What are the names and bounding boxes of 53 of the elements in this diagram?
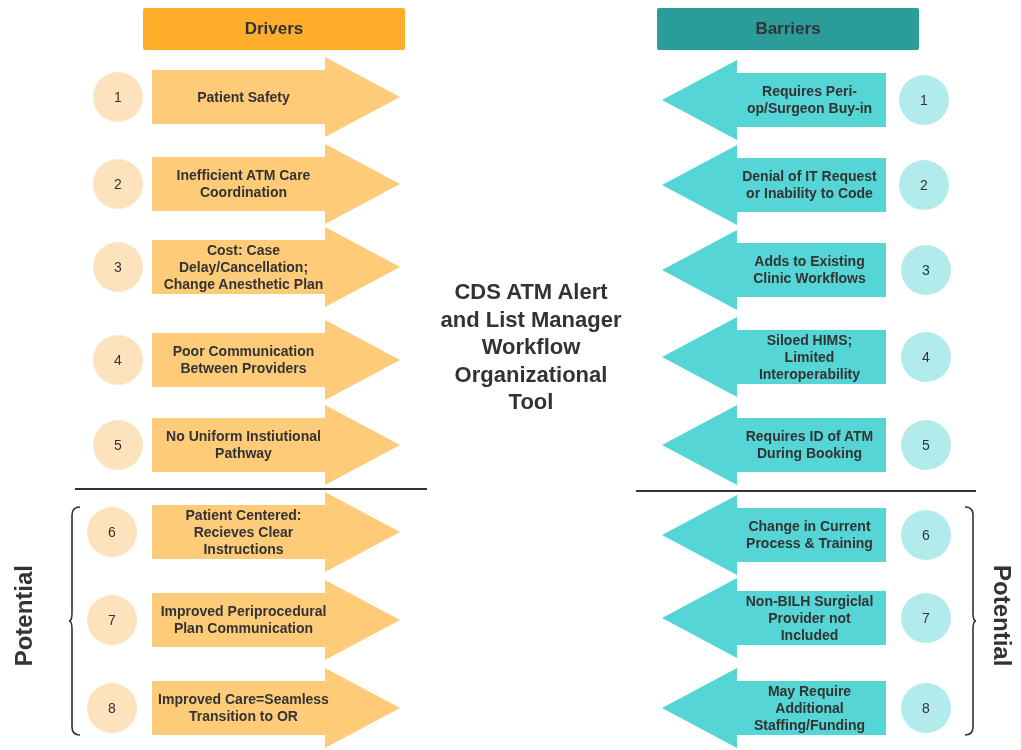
banner-text: Improved Periprocedural Plan Communication bbox=[159, 602, 328, 638]
right-pointing-banner bbox=[152, 405, 400, 485]
banner-text: Requires Peri-op/Surgeon Buy-in bbox=[745, 82, 874, 118]
title-text: CDS ATM Alert and List Manager Workflow Organizational Tool bbox=[440, 278, 622, 416]
banner-text: Non-BILH Surgiclal Provider not Included bbox=[744, 591, 875, 645]
banner-text: Improved Care=Seamless Transition to OR bbox=[158, 690, 329, 726]
right-pointing-banner bbox=[152, 227, 400, 307]
number-circle: 4 bbox=[901, 332, 951, 382]
banner-text: Cost: Case Delay/Cancellation; Change Anesthetic Plan bbox=[162, 240, 325, 294]
side-label: Potential bbox=[10, 565, 38, 667]
banner-text: No Uniform Instiutional Pathway bbox=[165, 427, 322, 463]
left-pointing-banner bbox=[662, 317, 886, 397]
right-pointing-banner bbox=[152, 144, 400, 224]
number-circle: 6 bbox=[87, 507, 137, 557]
number-circle: 8 bbox=[87, 683, 137, 733]
header-banner: Drivers bbox=[143, 8, 405, 50]
number-circle: 8 bbox=[901, 683, 951, 733]
right-pointing-banner bbox=[152, 57, 400, 137]
left-pointing-banner bbox=[662, 578, 886, 658]
banner-text: Requires ID of ATM During Booking bbox=[744, 427, 875, 463]
banner-text: Change in Current Process & Training bbox=[745, 517, 874, 553]
number-circle: 2 bbox=[899, 160, 949, 210]
side-label: Potential bbox=[988, 565, 1016, 667]
left-pointing-banner bbox=[662, 495, 886, 575]
left-pointing-banner bbox=[662, 668, 886, 748]
left-pointing-banner bbox=[662, 405, 886, 485]
banner-text: May Require Additional Staffing/Funding bbox=[752, 681, 867, 735]
right-pointing-banner bbox=[152, 580, 400, 660]
number-circle: 6 bbox=[901, 510, 951, 560]
header-banner: Barriers bbox=[657, 8, 919, 50]
number-circle: 5 bbox=[901, 420, 951, 470]
left-pointing-banner bbox=[662, 60, 886, 140]
number-circle: 1 bbox=[93, 72, 143, 122]
left-pointing-banner bbox=[662, 145, 886, 225]
banner-text: Denial of IT Request or Inability to Code bbox=[741, 167, 878, 203]
number-circle: 4 bbox=[93, 335, 143, 385]
left-pointing-banner bbox=[662, 230, 886, 310]
right-pointing-banner bbox=[152, 320, 400, 400]
number-circle: 3 bbox=[901, 245, 951, 295]
banner-text: Patient Centered: Recieves Clear Instructions bbox=[184, 505, 303, 559]
number-circle: 7 bbox=[87, 595, 137, 645]
number-circle: 2 bbox=[93, 159, 143, 209]
number-circle: 1 bbox=[899, 75, 949, 125]
number-circle: 5 bbox=[93, 420, 143, 470]
right-pointing-banner bbox=[152, 492, 400, 572]
banner-text: Patient Safety bbox=[196, 87, 291, 107]
right-pointing-banner bbox=[152, 668, 400, 748]
banner-text: Siloed HIMS; Limited Interoperability bbox=[757, 330, 862, 384]
number-circle: 3 bbox=[93, 242, 143, 292]
banner-text: Poor Communication Between Providers bbox=[171, 342, 316, 378]
number-circle: 7 bbox=[901, 593, 951, 643]
banner-text: Inefficient ATM Care Coordination bbox=[175, 166, 312, 202]
banner-text: Adds to Existing Clinic Workflows bbox=[752, 252, 867, 288]
